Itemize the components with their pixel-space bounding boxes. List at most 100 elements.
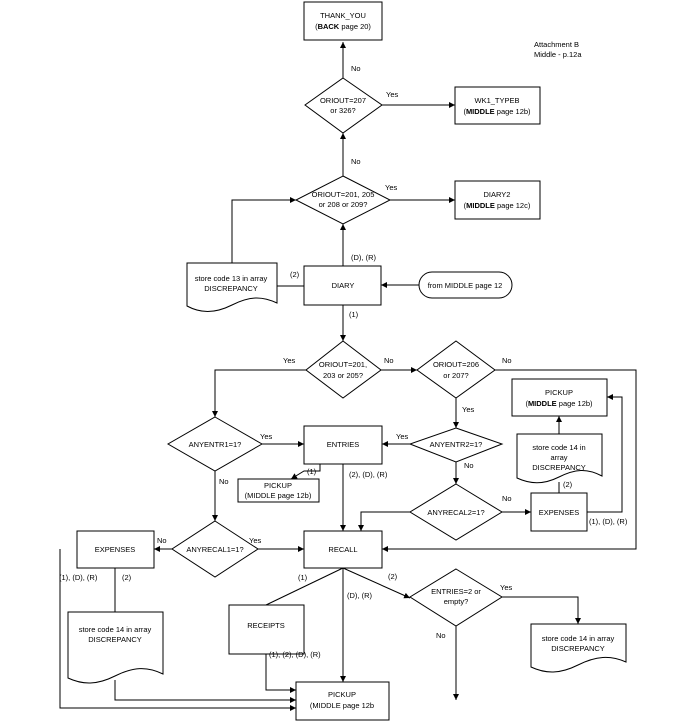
edge-entries2-store14bottom: [502, 596, 581, 624]
expenses-left-label: EXPENSES: [95, 545, 135, 554]
decision-entries2: ENTRIES=2 or empty?: [409, 568, 503, 627]
label-yes-entries2: Yes: [500, 583, 512, 592]
entries2-line2: empty?: [444, 597, 469, 606]
edge-store14left-pickupbottom: [114, 680, 296, 703]
thank-you-rest: page 20): [339, 22, 371, 31]
edge-expenses-pickuptop: [587, 394, 623, 513]
label-no-entries2: No: [436, 631, 446, 640]
expenses-right-label: EXPENSES: [539, 508, 579, 517]
document-store14-right: store code 14 in array DISCREPANCY: [516, 433, 603, 484]
label-no-anyentr2: No: [464, 461, 474, 470]
edge-anyrecal2-recall: [358, 511, 410, 531]
anyentr2-label: ANYENTR2=1?: [430, 440, 483, 449]
diary-label: DIARY: [332, 281, 355, 290]
diary2-bold: MIDDLE: [466, 201, 495, 210]
store14-bottom-line2: DISCREPANCY: [551, 644, 605, 653]
anyrecal1-label: ANYRECAL1=1?: [186, 545, 243, 554]
oriout201-line1: ORIOUT=201, 205: [312, 190, 375, 199]
pickup-mid-sub: (MIDDLE page 12b): [245, 491, 312, 500]
oriout207-line1: ORIOUT=207: [320, 96, 366, 105]
decision-oriout-201: ORIOUT=201, 205 or 208 or 209?: [294, 175, 392, 225]
store14-right-line1: store code 14 in: [532, 443, 585, 452]
node-diary2: DIARY2 (MIDDLE page 12c): [454, 180, 541, 220]
label-yes-206: Yes: [462, 405, 474, 414]
node-entries: ENTRIES: [303, 425, 383, 465]
edge-oriout206-recall: [382, 369, 637, 552]
label-recall-two: (2): [388, 572, 398, 581]
oriout203-line2: 203 or 205?: [323, 371, 363, 380]
edge-store13-oriout201: [231, 197, 296, 263]
edge-oriout203-anyentr1: [212, 369, 306, 417]
section-label: Middle - p.12a: [534, 50, 582, 59]
node-recall: RECALL: [303, 530, 383, 569]
label-entries-out: (2), (D), (R): [349, 470, 388, 479]
document-store14-bottom: store code 14 in array DISCREPANCY: [530, 623, 627, 673]
label-no-anyrecal1: No: [157, 536, 167, 545]
label-no-206: No: [502, 356, 512, 365]
store14-bottom-line1: store code 14 in array: [542, 634, 615, 643]
pickup-top-rest: page 12b): [557, 399, 593, 408]
entries-label: ENTRIES: [327, 440, 360, 449]
label-exp-left-a: (1), (D), (R): [59, 573, 98, 582]
decision-anyrecal1: ANYRECAL1=1?: [171, 520, 259, 578]
label-yes-diary2: Yes: [385, 183, 397, 192]
wk1-rest: page 12b): [495, 107, 531, 116]
label-yes-anyentr2: Yes: [396, 432, 408, 441]
store14-right-line3: DISCREPANCY: [532, 463, 586, 472]
node-wk1-typeb: WK1_TYPEB (MIDDLE page 12b): [454, 86, 541, 125]
label-expenses-right-out: (1), (D), (R): [589, 517, 628, 526]
store14-right-line2: array: [550, 453, 567, 462]
label-two-store13: (2): [290, 270, 300, 279]
label-one-pickup: (1): [307, 467, 317, 476]
wk1-title: WK1_TYPEB: [474, 96, 519, 105]
document-store13: store code 13 in array DISCREPANCY: [186, 262, 278, 312]
thank-you-title: THANK_YOU: [320, 11, 366, 20]
pickup-top-bold: MIDDLE: [528, 399, 557, 408]
node-diary: DIARY: [303, 265, 382, 306]
oriout207-line2: or 326?: [330, 106, 355, 115]
node-receipts: RECEIPTS: [228, 604, 305, 655]
wk1-bold: MIDDLE: [466, 107, 495, 116]
terminal-from-middle: from MIDDLE page 12: [418, 271, 513, 299]
oriout206-line2: or 207?: [443, 371, 468, 380]
label-yes-wk1: Yes: [386, 90, 398, 99]
oriout201-line2: or 208 or 209?: [319, 200, 368, 209]
decision-oriout-207: ORIOUT=207 or 326?: [304, 77, 383, 134]
label-recall-dr: (D), (R): [347, 591, 372, 600]
decision-anyrecal2: ANYRECAL2=1?: [409, 483, 503, 541]
thank-you-bold: BACK: [318, 22, 340, 31]
label-no-oriout207: No: [351, 157, 361, 166]
label-yes-anyentr1: Yes: [260, 432, 272, 441]
receipts-label: RECEIPTS: [247, 621, 285, 630]
attachment-label: Attachment B: [534, 40, 579, 49]
recall-label: RECALL: [328, 545, 357, 554]
label-no-203: No: [384, 356, 394, 365]
node-pickup-top: PICKUP (MIDDLE page 12b): [511, 378, 608, 417]
store13-line2: DISCREPANCY: [204, 284, 258, 293]
label-two-expenses: (2): [563, 480, 573, 489]
edge-recall-entries2: [342, 567, 411, 599]
label-dr-up: (D), (R): [351, 253, 376, 262]
document-store14-left: store code 14 in array DISCREPANCY: [67, 611, 164, 684]
label-yes-203: Yes: [283, 356, 295, 365]
label-one-down: (1): [349, 310, 359, 319]
store14-left-line2: DISCREPANCY: [88, 635, 142, 644]
entries2-line1: ENTRIES=2 or: [431, 587, 481, 596]
pickup-bottom-title: PICKUP: [328, 690, 356, 699]
edge-expenses-pickupbottom: [59, 549, 296, 711]
label-no-anyentr1: No: [219, 477, 229, 486]
node-expenses-left: EXPENSES: [76, 530, 155, 569]
edge-entries-pickup: [290, 464, 321, 480]
node-pickup-mid: PICKUP (MIDDLE page 12b): [237, 478, 320, 503]
label-exp-left-b: (2): [122, 573, 132, 582]
oriout206-line1: ORIOUT=206: [433, 360, 479, 369]
label-yes-anyrecal1: Yes: [249, 536, 261, 545]
edge-receipts-pickupbottom: [265, 654, 296, 693]
decision-oriout-203: ORIOUT=201, 203 or 205?: [305, 340, 382, 399]
pickup-top-title: PICKUP: [545, 388, 573, 397]
label-no-thankyou: No: [351, 64, 361, 73]
store14-left-line1: store code 14 in array: [79, 625, 152, 634]
svg-text:(MIDDLE page 12b): (MIDDLE page 12b): [463, 107, 531, 116]
store13-line1: store code 13 in array: [195, 274, 268, 283]
